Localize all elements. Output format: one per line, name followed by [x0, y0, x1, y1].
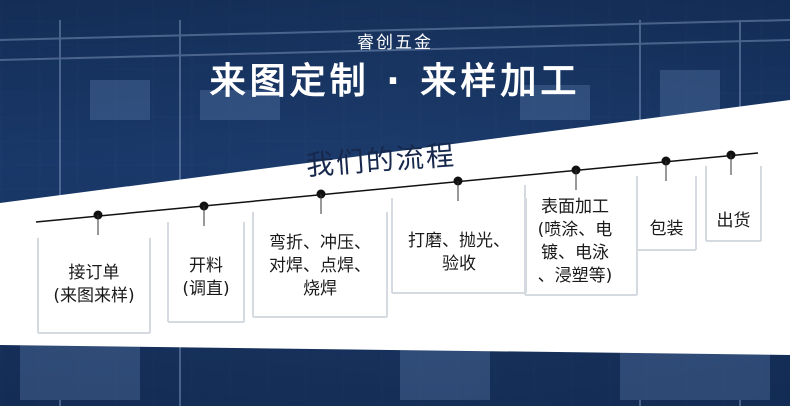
step-label: 接订单 (来图来样)	[53, 263, 135, 306]
headline: 来图定制 · 来样加工	[209, 61, 581, 102]
step-label: 表面加工 (喷涂、电 镀、电泳 、浸塑等)	[537, 197, 613, 286]
step-box	[705, 166, 762, 242]
step-label: 开料 (调直)	[182, 256, 230, 299]
white-panel	[0, 100, 790, 355]
step-label: 弯折、冲压、 对焊、点焊、 烧焊	[269, 233, 371, 299]
step-label: 出货	[716, 211, 751, 231]
step-box	[167, 222, 245, 323]
step-box	[252, 212, 388, 318]
step-box	[37, 238, 151, 334]
step-box	[636, 176, 697, 251]
step-label: 包装	[649, 219, 684, 239]
timeline-line	[35, 152, 759, 223]
brand-name: 睿创五金	[357, 33, 433, 53]
step-label: 打磨、抛光、 验收	[408, 231, 510, 274]
